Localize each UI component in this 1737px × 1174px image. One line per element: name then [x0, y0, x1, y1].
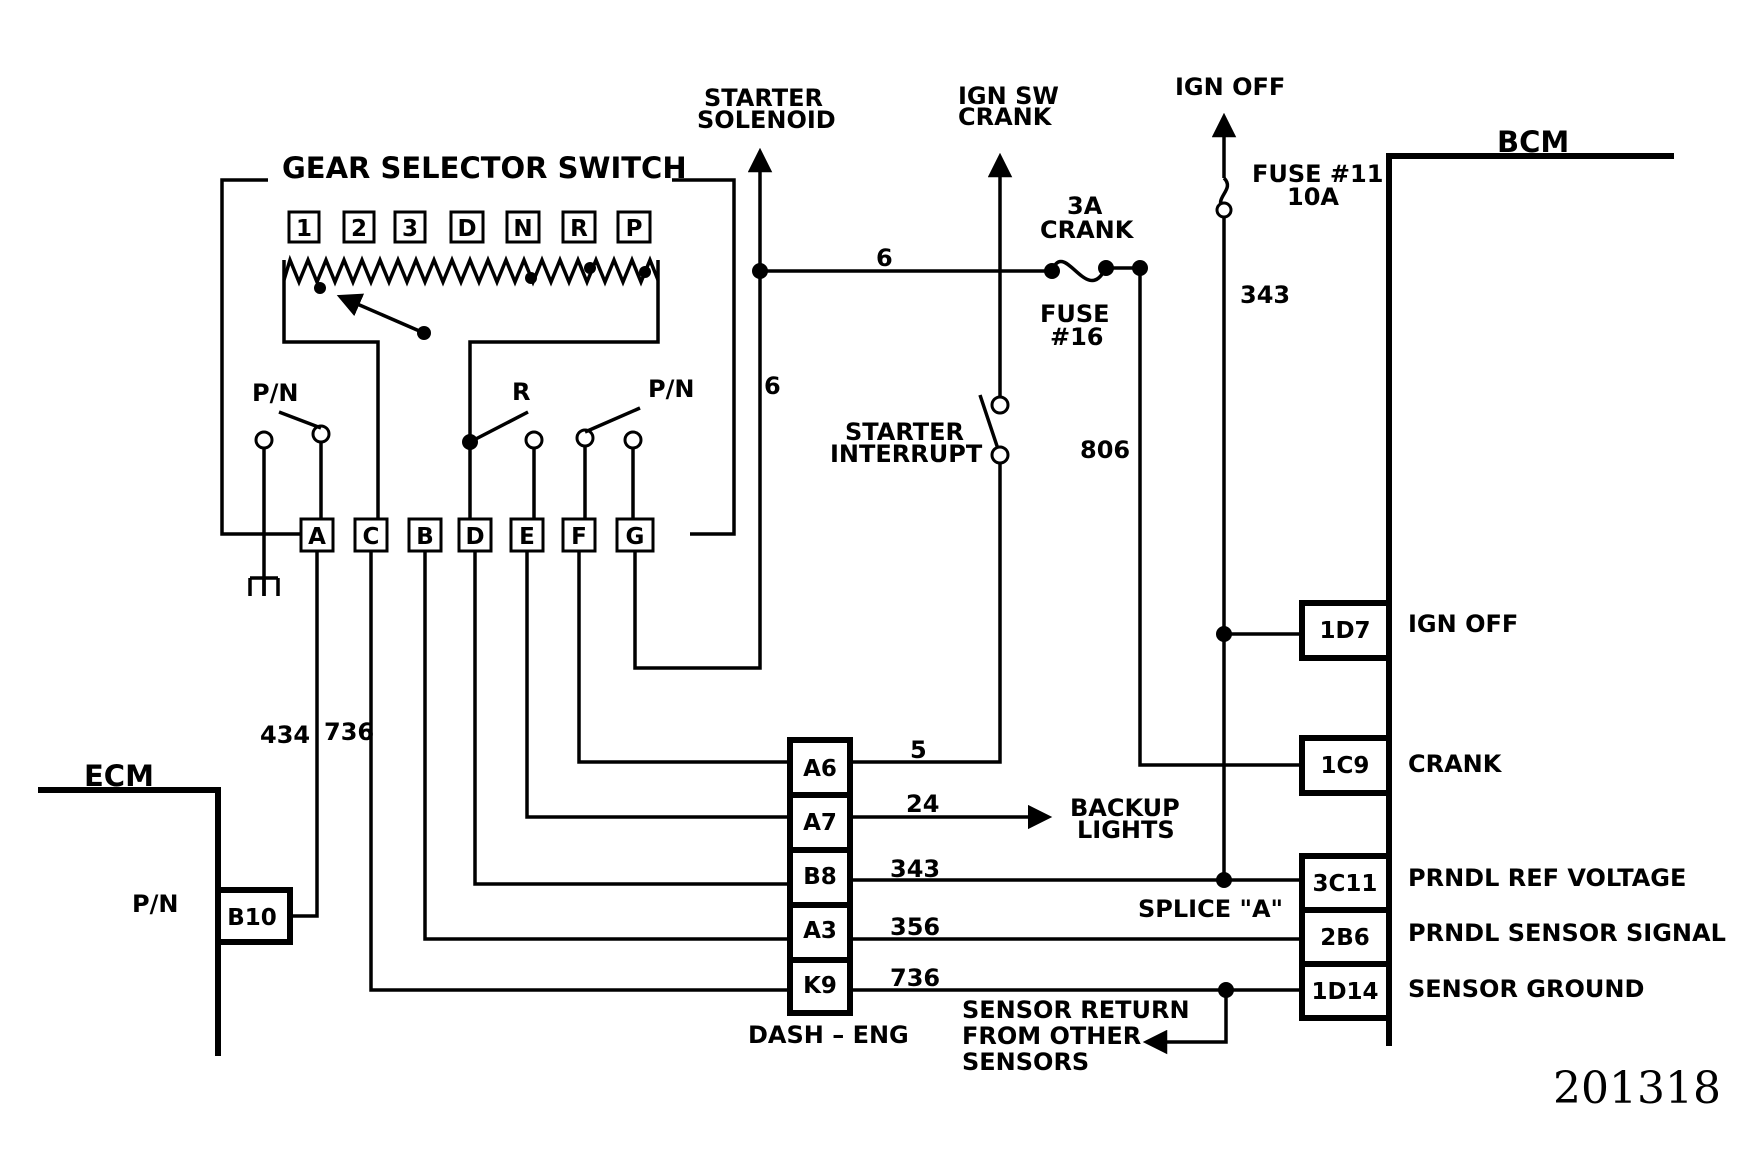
- dash-pin-a7: A7: [803, 810, 837, 836]
- fuse-16-amp-label-2: CRANK: [1040, 216, 1135, 244]
- gear-position-p: P: [616, 210, 652, 244]
- gear-position-r: R: [561, 210, 597, 244]
- bcm-name-crank: CRANK: [1408, 750, 1503, 778]
- bcm-name-prndl-signal: PRNDL SENSOR SIGNAL: [1408, 919, 1726, 947]
- svg-text:1: 1: [296, 216, 312, 242]
- starter-solenoid-label-2: SOLENOID: [697, 106, 836, 134]
- switch-pin-g: G: [615, 517, 655, 553]
- wire-6-vert: 6: [764, 372, 781, 400]
- svg-text:D: D: [465, 524, 484, 550]
- switch-pin-b: B: [407, 517, 443, 553]
- switch-pin-c: C: [353, 517, 389, 553]
- wire-343-b8: 343: [890, 855, 940, 883]
- fuse-11-label-1: FUSE #11: [1252, 160, 1383, 188]
- bcm-pin-1c9: 1C9: [1299, 735, 1392, 796]
- wire-6-top: 6: [876, 244, 893, 272]
- switch-pin-f: F: [561, 517, 597, 553]
- ign-off-top-label: IGN OFF: [1175, 73, 1285, 101]
- svg-text:F: F: [571, 524, 587, 550]
- svg-text:E: E: [519, 524, 535, 550]
- svg-text:B10: B10: [227, 905, 277, 931]
- svg-text:D: D: [457, 216, 476, 242]
- gear-selector-switch-housing: [220, 178, 736, 536]
- svg-text:N: N: [513, 216, 532, 242]
- ecm-label: ECM: [84, 759, 154, 793]
- svg-text:1C9: 1C9: [1321, 753, 1370, 779]
- bcm-pin-group: 3C11 2B6 1D14: [1299, 853, 1392, 1021]
- ecm-pn-label: P/N: [132, 890, 178, 918]
- gear-position-d: D: [449, 210, 485, 244]
- dash-eng-connector: A6 A7 B8 A3 K9: [787, 737, 853, 1016]
- gear-position-n: N: [505, 210, 541, 244]
- ecm-pin-b10: B10: [215, 887, 293, 945]
- pn-left-label: P/N: [252, 379, 298, 407]
- ground-symbol: [248, 534, 280, 596]
- svg-text:R: R: [570, 216, 588, 242]
- backup-lights-label-1: BACKUP: [1070, 794, 1180, 822]
- wire-736-k9: 736: [890, 964, 940, 992]
- pn-contact-left: [254, 410, 331, 534]
- wire-434: 434: [260, 721, 310, 749]
- starter-interrupt-label-1: STARTER: [845, 418, 964, 446]
- starter-solenoid-label-1: STARTER: [704, 84, 823, 112]
- switch-pin-d: D: [457, 517, 493, 553]
- bcm-name-sensor-ground: SENSOR GROUND: [1408, 975, 1644, 1003]
- pn-contact-right: [575, 406, 643, 534]
- dash-pin-k9: K9: [803, 973, 837, 999]
- selector-wiper-arm: [336, 293, 425, 335]
- svg-text:3: 3: [402, 216, 418, 242]
- svg-text:G: G: [626, 524, 645, 550]
- bcm-outline: [1386, 153, 1674, 1046]
- selector-resistor: [282, 254, 660, 287]
- ign-sw-crank-label-1: IGN SW: [958, 82, 1059, 110]
- bcm-name-prndl-ref: PRNDL REF VOLTAGE: [1408, 864, 1686, 892]
- svg-text:1D7: 1D7: [1319, 618, 1370, 644]
- pn-right-label: P/N: [648, 375, 694, 403]
- svg-text:2: 2: [351, 216, 367, 242]
- switch-pin-e: E: [509, 517, 545, 553]
- r-label: R: [512, 378, 530, 406]
- bcm-pin-1d14: 1D14: [1311, 979, 1378, 1005]
- dash-eng-label: DASH – ENG: [748, 1021, 909, 1049]
- bcm-pin-1d7: 1D7: [1299, 600, 1392, 661]
- gear-position-2: 2: [342, 210, 376, 244]
- backup-lights-label-2: LIGHTS: [1077, 816, 1175, 844]
- svg-text:C: C: [363, 524, 380, 550]
- bcm-pin-3c11: 3C11: [1313, 871, 1378, 897]
- switch-pin-a: A: [299, 517, 335, 553]
- bcm-name-ign-off: IGN OFF: [1408, 610, 1518, 638]
- fuse-16: [1044, 259, 1148, 283]
- sensor-return-label-1: SENSOR RETURN: [962, 996, 1190, 1024]
- sensor-return-label-3: SENSORS: [962, 1048, 1089, 1076]
- bcm-pin-2b6: 2B6: [1320, 925, 1370, 951]
- figure-number: 201318: [1553, 1063, 1721, 1114]
- dash-pin-a3: A3: [803, 918, 837, 944]
- gear-position-1: 1: [287, 210, 321, 244]
- gear-selector-switch-label: GEAR SELECTOR SWITCH: [282, 151, 687, 185]
- fuse-16-label-2: #16: [1050, 323, 1104, 351]
- wire-5: 5: [910, 736, 927, 764]
- splice-a-label: SPLICE "A": [1138, 895, 1283, 923]
- wire-24: 24: [906, 790, 939, 818]
- bcm-label: BCM: [1497, 125, 1569, 159]
- fuse-16-amp-label-1: 3A: [1067, 192, 1103, 220]
- ecm-outline: [38, 787, 221, 1056]
- starter-interrupt-label-2: INTERRUPT: [830, 440, 983, 468]
- wire-343-top: 343: [1240, 281, 1290, 309]
- sensor-return-label-2: FROM OTHER: [962, 1022, 1141, 1050]
- wire-736-left: 736: [324, 718, 374, 746]
- dash-pin-a6: A6: [803, 756, 837, 782]
- dash-pin-b8: B8: [803, 864, 837, 890]
- svg-text:A: A: [308, 524, 326, 550]
- fuse-11-label-2: 10A: [1287, 183, 1339, 211]
- r-contact: [462, 410, 544, 534]
- wire-356: 356: [890, 913, 940, 941]
- ign-sw-crank-label-2: CRANK: [958, 103, 1053, 131]
- wire-806: 806: [1080, 436, 1130, 464]
- gear-position-3: 3: [393, 210, 427, 244]
- svg-text:B: B: [416, 524, 434, 550]
- svg-text:P: P: [626, 216, 643, 242]
- fuse-16-label-1: FUSE: [1040, 300, 1110, 328]
